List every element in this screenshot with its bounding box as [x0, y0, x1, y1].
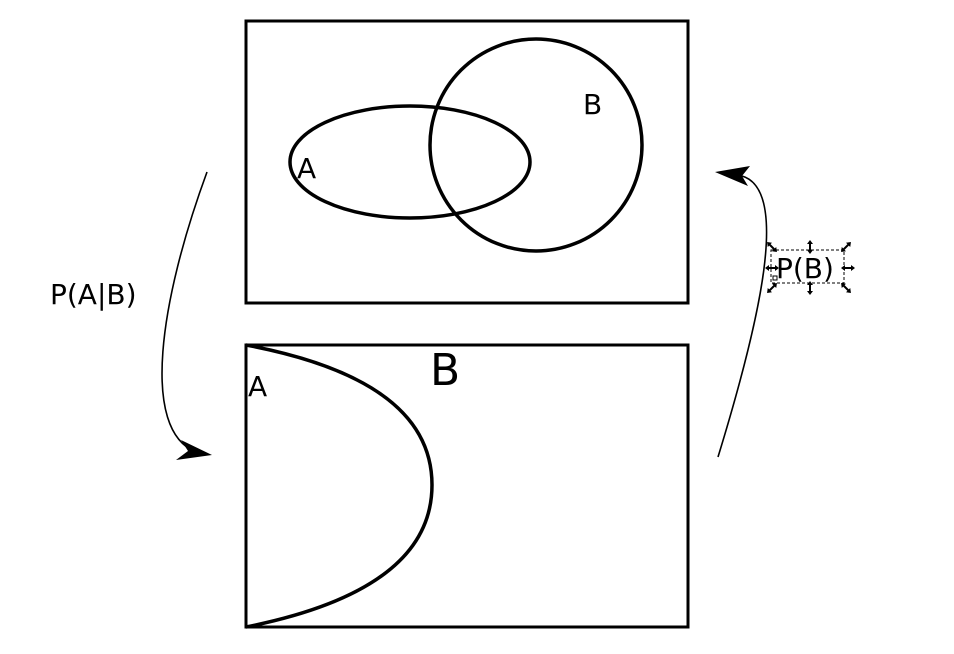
handle-top-left[interactable]	[765, 240, 779, 254]
top-label-a: A	[297, 152, 316, 185]
left-arrowhead	[176, 440, 212, 460]
top-panel: A B	[244, 19, 690, 305]
bottom-label-a: A	[248, 370, 267, 403]
set-a-region-curve[interactable]	[245, 343, 434, 629]
top-panel-frame[interactable]	[244, 19, 690, 305]
handle-top-right[interactable]	[839, 240, 853, 254]
bottom-label-b: B	[430, 345, 460, 396]
set-a-ellipse[interactable]	[288, 104, 532, 220]
right-arrow-line[interactable]	[717, 175, 768, 458]
right-arrow-label[interactable]: P(B)	[776, 252, 834, 285]
handle-middle-right[interactable]	[841, 265, 855, 271]
selection-handles[interactable]	[765, 240, 855, 295]
handle-top-middle[interactable]	[807, 240, 813, 254]
rotation-center-marker[interactable]	[772, 275, 778, 281]
bottom-panel: A B	[244, 343, 690, 629]
top-label-b: B	[583, 88, 602, 121]
handle-bottom-middle[interactable]	[807, 281, 813, 295]
handle-bottom-left[interactable]	[765, 281, 779, 295]
right-arrow[interactable]: P(B)	[715, 166, 834, 458]
bottom-panel-frame[interactable]	[244, 343, 690, 629]
right-arrowhead	[715, 166, 750, 186]
left-arrow[interactable]: P(A|B)	[50, 171, 212, 460]
left-arrow-line[interactable]	[161, 171, 208, 453]
handle-bottom-right[interactable]	[839, 281, 853, 295]
handle-middle-left[interactable]	[765, 265, 779, 271]
left-arrow-label[interactable]: P(A|B)	[50, 278, 137, 311]
set-b-circle[interactable]	[428, 37, 644, 253]
